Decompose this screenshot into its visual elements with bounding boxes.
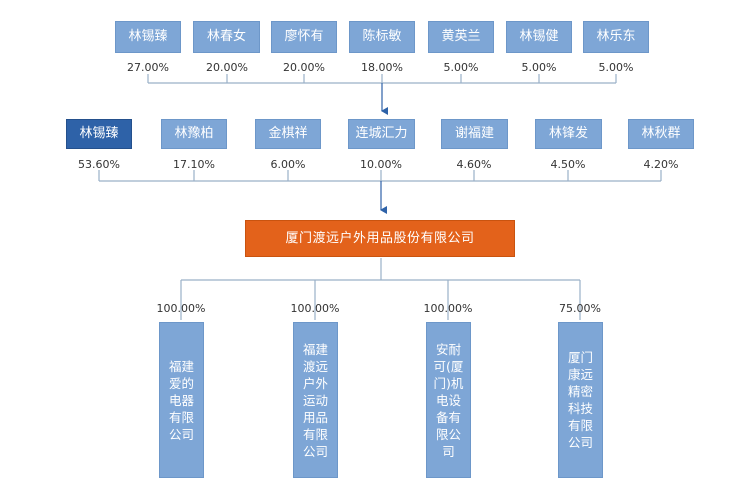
- top-shareholder-pct: 18.00%: [361, 61, 403, 74]
- top-shareholder-pct: 5.00%: [443, 61, 479, 74]
- mid-shareholder-pct: 53.60%: [78, 158, 120, 171]
- subsidiary-box: 福建渡远户外运动用品有限公司: [293, 322, 338, 478]
- subsidiary-pct: 75.00%: [559, 302, 601, 315]
- top-shareholder-box: 林乐东: [583, 21, 649, 53]
- top-shareholder-pct: 5.00%: [521, 61, 557, 74]
- company-box: 厦门渡远户外用品股份有限公司: [245, 220, 515, 257]
- subsidiary-pct: 100.00%: [423, 302, 473, 315]
- mid-shareholder-pct: 6.00%: [270, 158, 306, 171]
- mid-shareholder-box: 连城汇力: [348, 119, 415, 149]
- top-shareholder-pct: 27.00%: [127, 61, 169, 74]
- top-shareholder-pct: 5.00%: [598, 61, 634, 74]
- top-shareholder-pct: 20.00%: [283, 61, 325, 74]
- mid-shareholder-pct: 4.20%: [643, 158, 679, 171]
- mid-shareholder-box: 林秋群: [628, 119, 694, 149]
- subsidiary-box: 厦门康远精密科技有限公司: [558, 322, 603, 478]
- subsidiary-box: 福建爱的电器有限公司: [159, 322, 204, 478]
- mid-shareholder-box: 谢福建: [441, 119, 508, 149]
- top-shareholder-box: 林春女: [193, 21, 260, 53]
- mid-shareholder-box: 金棋祥: [255, 119, 321, 149]
- mid-shareholder-pct: 4.50%: [550, 158, 586, 171]
- top-shareholder-box: 林锡臻: [115, 21, 181, 53]
- mid-shareholder-pct: 17.10%: [173, 158, 215, 171]
- top-shareholder-box: 廖怀有: [271, 21, 337, 53]
- mid-shareholder-pct: 10.00%: [360, 158, 402, 171]
- top-shareholder-box: 陈标敏: [349, 21, 415, 53]
- mid-shareholder-box: 林豫柏: [161, 119, 227, 149]
- subsidiary-box: 安耐可(厦门)机电设备有限公司: [426, 322, 471, 478]
- mid-shareholder-box: 林锋发: [535, 119, 602, 149]
- top-shareholder-box: 黄英兰: [428, 21, 494, 53]
- subsidiary-pct: 100.00%: [156, 302, 206, 315]
- mid-shareholder-pct: 4.60%: [456, 158, 492, 171]
- top-shareholder-box: 林锡健: [506, 21, 572, 53]
- mid-shareholder-box-highlight: 林锡臻: [66, 119, 132, 149]
- subsidiary-pct: 100.00%: [290, 302, 340, 315]
- top-shareholder-pct: 20.00%: [206, 61, 248, 74]
